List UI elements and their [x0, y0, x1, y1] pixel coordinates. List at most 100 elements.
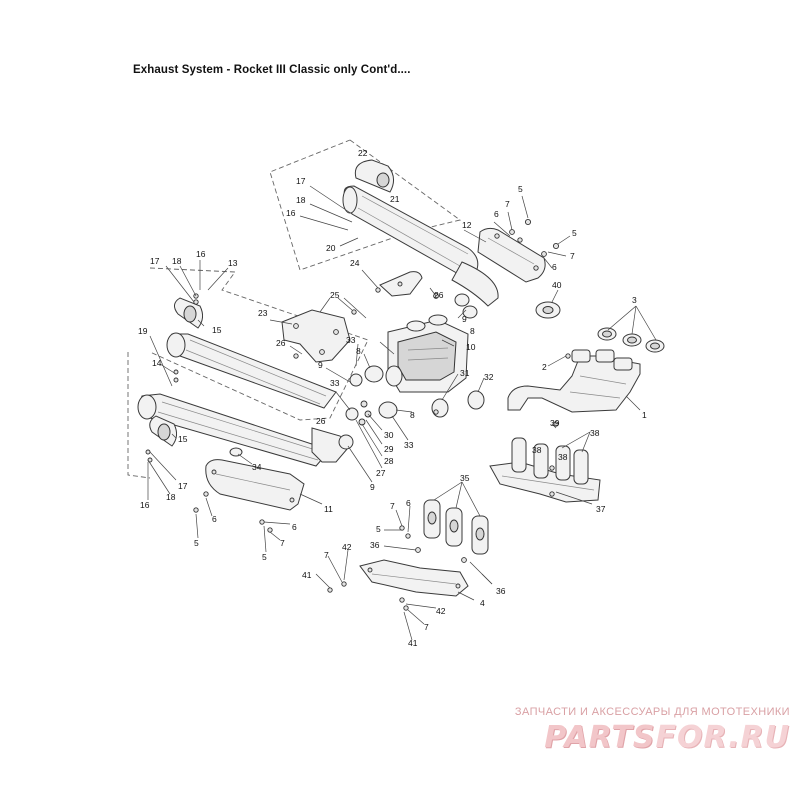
end-cap-22 — [354, 159, 394, 193]
callout-6: 6 — [552, 262, 557, 272]
callout-41: 41 — [302, 570, 312, 580]
header-pipes-1 — [507, 349, 641, 413]
callout-13: 13 — [228, 258, 238, 268]
callout-25: 25 — [330, 290, 340, 300]
callout-18: 18 — [296, 195, 306, 205]
callout-6: 6 — [494, 209, 499, 219]
callout-5: 5 — [518, 184, 523, 194]
callout-21: 21 — [390, 194, 400, 204]
callout-8: 8 — [470, 326, 475, 336]
callout-6: 6 — [292, 522, 297, 532]
callout-16: 16 — [196, 249, 206, 259]
callout-18: 18 — [172, 256, 182, 266]
callout-33: 33 — [404, 440, 414, 450]
callout-42: 42 — [342, 542, 352, 552]
callout-38: 38 — [590, 428, 600, 438]
callout-36: 36 — [370, 540, 380, 550]
callout-26: 26 — [276, 338, 286, 348]
fasteners — [145, 218, 571, 611]
heat-shield-11 — [205, 459, 305, 511]
callout-28: 28 — [384, 456, 394, 466]
watermark-logo-part2: FOR.RU — [655, 720, 790, 755]
callout-9: 9 — [462, 314, 467, 324]
callout-33: 33 — [330, 378, 340, 388]
callout-26: 26 — [434, 290, 444, 300]
callout-14: 14 — [152, 358, 162, 368]
callout-20: 20 — [326, 243, 336, 253]
gasket-40 — [535, 301, 561, 319]
callout-12: 12 — [462, 220, 472, 230]
down-pipe-20 — [451, 261, 499, 307]
callout-18: 18 — [166, 492, 176, 502]
callout-40: 40 — [552, 280, 562, 290]
callout-16: 16 — [140, 500, 150, 510]
callout-41: 41 — [408, 638, 418, 648]
dashed-outline-lower-left — [127, 352, 151, 479]
end-cap-15-lower — [149, 415, 178, 447]
callout-10: 10 — [466, 342, 476, 352]
callout-7: 7 — [324, 550, 329, 560]
callout-2: 2 — [542, 362, 547, 372]
page-title: Exhaust System - Rocket III Classic only… — [133, 64, 411, 76]
callout-5: 5 — [376, 524, 381, 534]
callout-38: 38 — [558, 452, 568, 462]
callout-36: 36 — [496, 586, 506, 596]
callout-7: 7 — [424, 622, 429, 632]
callout-35: 35 — [460, 473, 470, 483]
callout-1: 1 — [642, 410, 647, 420]
callout-17: 17 — [150, 256, 160, 266]
callout-5: 5 — [262, 552, 267, 562]
callout-7: 7 — [390, 501, 395, 511]
bracket-24 — [379, 271, 423, 297]
silencer-13 — [166, 332, 337, 409]
gaskets-3 — [597, 327, 665, 353]
heat-shield-12 — [477, 227, 546, 283]
callout-8: 8 — [356, 346, 361, 356]
callout-26: 26 — [316, 416, 326, 426]
part-callouts: 22 21 17 18 16 20 12 5 7 6 5 7 6 24 26 2… — [138, 148, 647, 648]
callout-39: 39 — [550, 418, 560, 428]
callout-7: 7 — [570, 251, 575, 261]
callout-5: 5 — [572, 228, 577, 238]
callout-23: 23 — [258, 308, 268, 318]
callout-17: 17 — [178, 481, 188, 491]
watermark: ЗАПЧАСТИ И АКСЕССУАРЫ ДЛЯ МОТОТЕХНИКИ PA… — [470, 706, 790, 755]
dashed-outline-left — [149, 267, 369, 421]
callout-30: 30 — [384, 430, 394, 440]
callout-11: 11 — [324, 504, 333, 514]
callout-8: 8 — [410, 410, 415, 420]
heat-shields-35 — [423, 499, 489, 555]
watermark-logo-part1: PARTS — [544, 720, 656, 755]
callout-32: 32 — [484, 372, 494, 382]
callout-27: 27 — [376, 468, 386, 478]
callout-38: 38 — [532, 445, 542, 455]
callout-9: 9 — [370, 482, 375, 492]
callout-24: 24 — [350, 258, 360, 268]
callout-33: 33 — [346, 335, 356, 345]
dashed-outline-upper — [269, 139, 462, 271]
watermark-logo: PARTSFOR.RU — [470, 720, 790, 755]
callout-34: 34 — [252, 462, 262, 472]
pipe-34 — [229, 447, 243, 457]
callout-5: 5 — [194, 538, 199, 548]
callout-7: 7 — [505, 199, 510, 209]
callout-19: 19 — [138, 326, 148, 336]
collector-box-10 — [385, 314, 469, 393]
silencer-21 — [342, 185, 479, 277]
callout-3: 3 — [632, 295, 637, 305]
callout-9: 9 — [318, 360, 323, 370]
callout-15: 15 — [212, 325, 222, 335]
callout-17: 17 — [296, 176, 306, 186]
heat-shield-4 — [359, 559, 469, 597]
callout-6: 6 — [212, 514, 217, 524]
callout-6: 6 — [406, 498, 411, 508]
silencer-19 — [137, 393, 331, 467]
callout-22: 22 — [358, 148, 368, 158]
callout-15: 15 — [178, 434, 188, 444]
callout-42: 42 — [436, 606, 446, 616]
watermark-tagline: ЗАПЧАСТИ И АКСЕССУАРЫ ДЛЯ МОТОТЕХНИКИ — [514, 706, 790, 718]
callout-29: 29 — [384, 444, 394, 454]
leader-lines — [147, 185, 657, 641]
down-pipe-9 — [311, 427, 349, 463]
